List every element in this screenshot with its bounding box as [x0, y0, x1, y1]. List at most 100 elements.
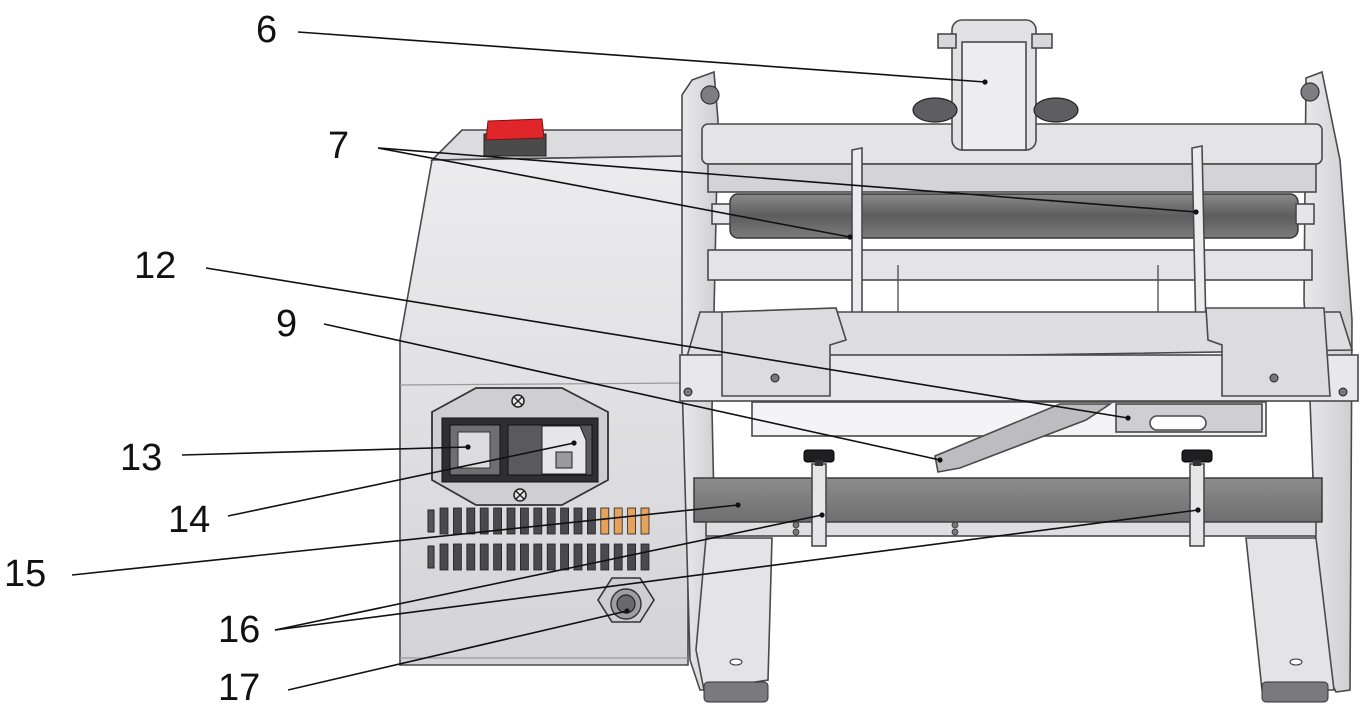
vent-marker	[427, 545, 435, 569]
rail-hole-4	[951, 528, 959, 536]
peel-plate-slot	[1149, 415, 1207, 431]
callout-14: 14	[168, 499, 210, 541]
leader-17	[287, 610, 628, 691]
vent-slot	[546, 543, 556, 571]
vent-slot	[627, 543, 636, 571]
right-plate-hub	[1300, 82, 1320, 102]
inlet-rocker	[457, 431, 491, 469]
power-switch	[483, 118, 547, 157]
platform-clamp-right	[1205, 307, 1331, 397]
guide-left-shape	[851, 147, 863, 336]
vent-slot	[506, 543, 516, 571]
stop-left-stem	[815, 460, 823, 466]
vent-slot	[493, 543, 503, 571]
vent-marker	[427, 509, 435, 533]
leader-lines	[71, 31, 1199, 691]
vent-slot	[533, 507, 543, 535]
vent-slot	[466, 507, 476, 535]
platform-top	[684, 311, 1354, 361]
dot-16a	[819, 512, 825, 518]
gear-right	[1033, 97, 1079, 123]
vent-slot	[493, 507, 503, 535]
leader-12	[205, 267, 1129, 419]
peel-arm	[934, 403, 1113, 473]
vent-slot	[520, 543, 529, 571]
vent-slot	[533, 543, 543, 571]
front-platform	[679, 307, 1359, 402]
vent-slot	[560, 543, 569, 571]
dot-15	[735, 502, 741, 508]
pressure-roller	[711, 193, 1315, 239]
dot-9	[937, 457, 943, 463]
peel-plate-area	[751, 401, 1267, 473]
inlet-screw-bottom-cross	[515, 490, 525, 500]
vent-slot	[439, 543, 449, 571]
dot-14	[571, 440, 577, 446]
gear-left	[912, 97, 958, 123]
leader-6	[297, 31, 986, 83]
ventilation-grille	[427, 507, 650, 571]
rail-body	[693, 477, 1323, 523]
rail-stop-right	[1181, 449, 1213, 547]
rail-hole-3	[951, 521, 959, 529]
right-foot-hole	[1289, 658, 1303, 666]
callout-6: 6	[256, 9, 277, 51]
leader-7a	[377, 147, 851, 238]
bracket-pin-right	[1031, 33, 1053, 49]
left-foot-plate	[695, 537, 773, 691]
vent-slot	[640, 507, 650, 535]
right-foot	[1245, 537, 1335, 703]
dot-6	[982, 79, 988, 85]
vent-slot	[627, 507, 636, 535]
crossbar-underside	[707, 163, 1317, 193]
left-foot-pad	[703, 681, 769, 703]
platform-clamp-left	[721, 307, 848, 397]
vent-slot	[560, 507, 569, 535]
adjust-knob	[597, 577, 655, 623]
switch-rocker	[485, 118, 545, 141]
stop-left-post	[811, 463, 827, 547]
bracket-plate	[961, 41, 1027, 151]
inlet-socket-pin	[555, 451, 573, 469]
bracket-pin-left	[937, 33, 957, 49]
vent-slot	[466, 543, 476, 571]
leader-14	[227, 442, 575, 517]
vent-slot	[506, 507, 516, 535]
leader-dots	[465, 79, 1201, 614]
vent-slot	[587, 543, 596, 571]
clamp-right-screw	[1269, 373, 1279, 383]
vent-slot	[452, 507, 462, 535]
callout-12: 12	[134, 245, 176, 287]
callout-labels: 6 7 12 9 13 14 15 16 17	[4, 9, 349, 704]
vent-slot	[600, 543, 610, 571]
callout-9: 9	[276, 303, 297, 345]
leader-9	[323, 323, 941, 461]
vent-slot	[613, 507, 623, 535]
rail-underside	[705, 521, 1317, 537]
vent-slot	[439, 507, 449, 535]
stop-right-stem	[1193, 460, 1201, 466]
roller-body	[729, 193, 1299, 239]
vent-slot	[600, 507, 610, 535]
lower-guide-rail	[693, 477, 1323, 537]
dot-7b	[1193, 209, 1199, 215]
dot-16b	[1195, 507, 1201, 513]
guide-plate-left	[851, 147, 863, 336]
callout-16: 16	[218, 609, 260, 651]
dot-12	[1125, 415, 1131, 421]
leader-15	[71, 504, 739, 576]
rail-hole-2	[792, 528, 800, 536]
clamp-left-screw	[770, 373, 780, 383]
vent-slot	[479, 543, 489, 571]
dot-7a	[847, 234, 853, 240]
middle-crossbar	[707, 249, 1313, 281]
roller-shaft-right	[1295, 203, 1315, 225]
right-foot-pad	[1261, 681, 1329, 703]
inlet-socket	[541, 425, 587, 475]
right-foot-plate	[1245, 537, 1335, 691]
top-mount-bracket	[912, 19, 1079, 151]
vent-slot	[640, 543, 650, 571]
left-foot-hole	[729, 658, 743, 666]
leader-13	[181, 446, 469, 456]
callout-15: 15	[4, 553, 46, 595]
